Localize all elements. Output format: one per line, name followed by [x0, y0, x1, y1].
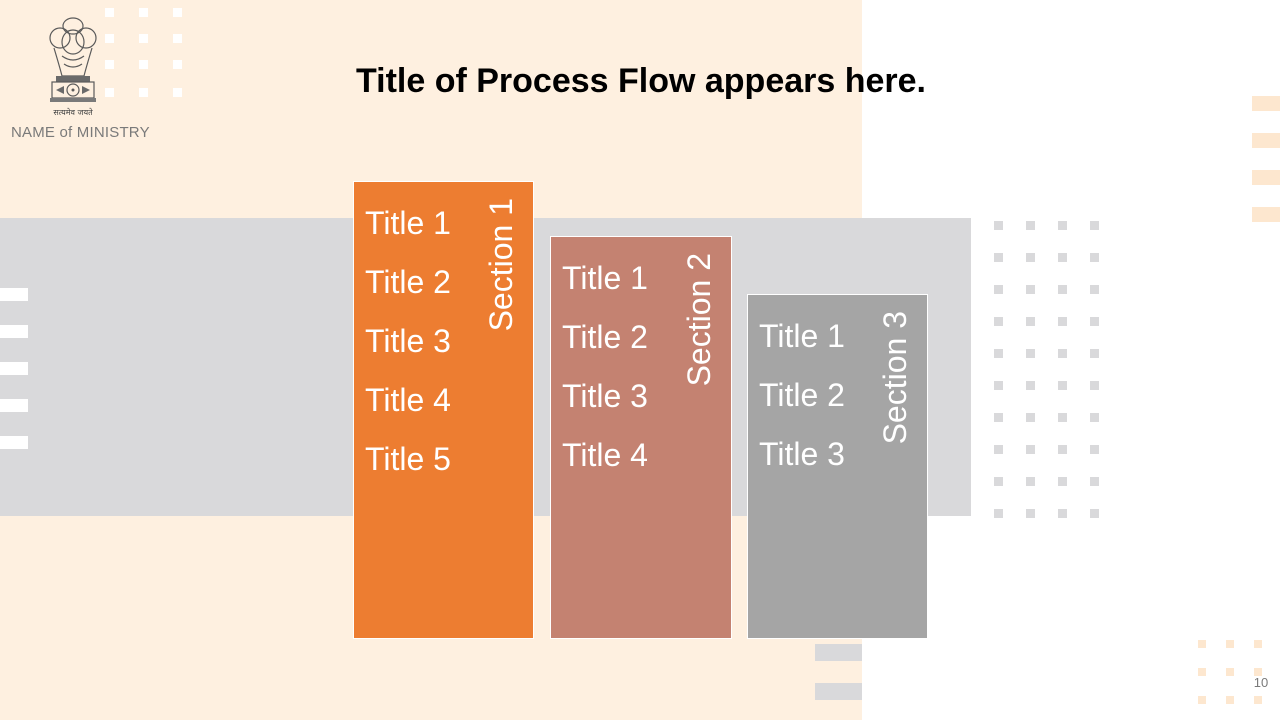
decorative-dot [994, 477, 1003, 486]
list-item: Title 3 [365, 323, 451, 359]
page-title: Title of Process Flow appears here. [355, 62, 926, 100]
decorative-dot [1198, 640, 1206, 648]
decorative-dot [1058, 413, 1067, 422]
list-item: Title 1 [759, 318, 845, 354]
decorative-dot [1090, 381, 1099, 390]
decorative-dot [1026, 477, 1035, 486]
decorative-dot [1058, 381, 1067, 390]
section-1-label: Section 1 [483, 198, 519, 332]
decorative-dot [994, 445, 1003, 454]
list-item: Title 2 [365, 264, 451, 300]
decorative-dot [1090, 445, 1099, 454]
decorative-dot [1090, 477, 1099, 486]
page-number: 10 [1253, 675, 1269, 690]
decorative-dot [1226, 668, 1234, 676]
decorative-dot [1090, 253, 1099, 262]
section-1-card: Title 1 Title 2 Title 3 Title 4 Title 5 … [353, 181, 534, 639]
decorative-dot [1026, 381, 1035, 390]
decorative-dot [1198, 668, 1206, 676]
decorative-dot [1058, 253, 1067, 262]
decorative-dot [994, 253, 1003, 262]
decorative-dot [1254, 640, 1262, 648]
section-2-label: Section 2 [681, 253, 717, 387]
decorative-dot [994, 413, 1003, 422]
decorative-dot [1226, 696, 1234, 704]
decorative-dot-grid-bottom-right [1198, 640, 1280, 720]
decorative-dot [1058, 349, 1067, 358]
section-3-label: Section 3 [877, 311, 913, 445]
decorative-dot [1090, 317, 1099, 326]
state-emblem-icon [40, 12, 106, 120]
decorative-dot [994, 221, 1003, 230]
decorative-dot [994, 317, 1003, 326]
list-item: Title 2 [562, 319, 648, 355]
decorative-dot [1026, 349, 1035, 358]
list-item: Title 3 [562, 378, 648, 414]
emblem-motto: सत्यमेव जयते [53, 108, 93, 117]
decorative-dot-grid-right [994, 221, 1104, 521]
decorative-dot [1026, 445, 1035, 454]
list-item: Title 2 [759, 377, 845, 413]
decorative-dot [1026, 317, 1035, 326]
decorative-dot-grid-top [105, 8, 185, 100]
section-3-list: Title 1 Title 2 Title 3 [759, 307, 845, 484]
decorative-dot [1090, 413, 1099, 422]
decorative-dot [1026, 413, 1035, 422]
decorative-dot [1090, 285, 1099, 294]
decorative-dot [1058, 445, 1067, 454]
decorative-dot [1090, 349, 1099, 358]
decorative-dot [1058, 285, 1067, 294]
decorative-dot [1058, 509, 1067, 518]
decorative-dot [1058, 477, 1067, 486]
decorative-bars-bottom [815, 644, 862, 704]
decorative-dot [994, 509, 1003, 518]
section-1-list: Title 1 Title 2 Title 3 Title 4 Title 5 [365, 194, 451, 489]
decorative-dot [1090, 221, 1099, 230]
list-item: Title 3 [759, 436, 845, 472]
decorative-dot [1226, 640, 1234, 648]
decorative-dot [1254, 668, 1262, 676]
list-item: Title 4 [365, 382, 451, 418]
list-item: Title 1 [562, 260, 648, 296]
decorative-dot [994, 285, 1003, 294]
decorative-bars-right [1252, 96, 1280, 226]
decorative-dot [1198, 696, 1206, 704]
decorative-dot [1090, 509, 1099, 518]
decorative-dot [994, 349, 1003, 358]
decorative-dot [1026, 253, 1035, 262]
decorative-bars-left [0, 288, 28, 453]
section-2-list: Title 1 Title 2 Title 3 Title 4 [562, 249, 648, 485]
decorative-dot [1026, 221, 1035, 230]
list-item: Title 4 [562, 437, 648, 473]
list-item: Title 5 [365, 441, 451, 477]
list-item: Title 1 [365, 205, 451, 241]
section-2-card: Title 1 Title 2 Title 3 Title 4 Section … [550, 236, 732, 639]
decorative-dot [1026, 285, 1035, 294]
decorative-dot [994, 381, 1003, 390]
ministry-name: NAME of MINISTRY [11, 124, 150, 141]
decorative-dot [1058, 317, 1067, 326]
section-3-card: Title 1 Title 2 Title 3 Section 3 [747, 294, 928, 639]
decorative-dot [1058, 221, 1067, 230]
decorative-dot [1026, 509, 1035, 518]
decorative-dot [1254, 696, 1262, 704]
